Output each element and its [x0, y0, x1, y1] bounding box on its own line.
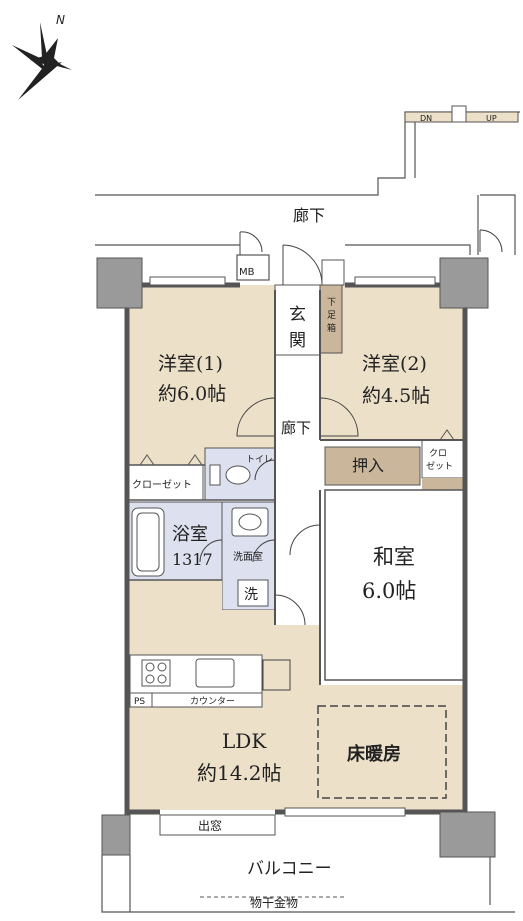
windows [149, 276, 436, 836]
western-room-1-size: 約6.0帖 [158, 383, 226, 405]
stair-up-label: UP [486, 114, 497, 123]
japanese-room-floor [324, 489, 466, 681]
kitchen-sink-icon [195, 658, 235, 688]
closet-left-label: クローゼット [132, 479, 192, 491]
pillar-tl [96, 257, 143, 309]
balcony [101, 855, 515, 913]
svg-text:洗: 洗 [244, 587, 258, 603]
oshiire-storage [324, 446, 421, 486]
shoe-box-label-1: 下 [327, 298, 336, 308]
bay-window-label: 出窓 [198, 818, 222, 833]
pillar-tr [439, 257, 489, 309]
room-labels: 洋室(1) 約6.0帖 洋室(2) 約4.5帖 玄 関 下 足 箱 廊下 押入 … [132, 298, 453, 910]
fixtures: 洗 [129, 464, 447, 799]
outer-corridor: DN UP 廊下 [95, 105, 520, 255]
drying-rack-label: 物干金物 [250, 895, 298, 910]
closet-right-label-2: ゼット [426, 460, 453, 472]
bath-size: 1317 [172, 550, 213, 569]
washer-icon [237, 579, 269, 607]
ps-label: PS [134, 697, 145, 707]
western-room-1-floor [127, 285, 275, 465]
ldk-size: 約14.2帖 [197, 761, 282, 785]
oshiire-label: 押入 [352, 456, 384, 475]
pillar-bl [101, 814, 131, 856]
compass-ray [18, 62, 62, 100]
compass-north-label: N [56, 13, 65, 27]
shoe-box-label-3: 箱 [327, 322, 336, 334]
balcony-label: バルコニー [247, 859, 332, 879]
door-swings [139, 397, 455, 691]
compass: N [12, 13, 72, 100]
window-western-2 [354, 276, 436, 286]
toilet-icon [225, 465, 251, 485]
japanese-room-name: 和室 [373, 545, 415, 569]
western-room-2-floor [320, 285, 465, 440]
ldk-floor [127, 580, 465, 810]
ldk-name: LDK [222, 729, 267, 753]
meter-box: MB [236, 231, 345, 286]
compass-ray [42, 56, 72, 70]
japanese-room-size: 6.0帖 [362, 579, 416, 603]
inner-corridor-label: 廊下 [281, 419, 311, 437]
bath-name: 浴室 [172, 524, 208, 545]
western-room-2-size: 約4.5帖 [362, 385, 430, 407]
floor-heating-area [317, 705, 447, 799]
compass-ray [40, 22, 48, 60]
floor-heating-label: 床暖房 [347, 743, 401, 765]
stove-icon [141, 659, 171, 687]
mb-label: MB [239, 267, 255, 278]
washroom-label: 洗面室 [233, 550, 263, 563]
shoe-box-label-2: 足 [327, 310, 336, 321]
entrance-door-swing [282, 244, 323, 286]
pillar-br [439, 811, 496, 858]
closet-right [421, 439, 466, 479]
closet-right-label-1: クロ [429, 448, 447, 459]
window-ldk [284, 807, 406, 817]
western-room-1-name: 洋室(1) [158, 353, 223, 375]
western-room-2-name: 洋室(2) [362, 353, 427, 375]
pillars [96, 257, 496, 858]
stair-down-label: DN [420, 114, 432, 123]
window-western-1 [149, 276, 226, 286]
compass-ray [12, 45, 46, 72]
counter-label: カウンター [190, 696, 235, 707]
entrance-label-1: 玄 [289, 305, 306, 325]
entrance-label-2: 関 [289, 331, 306, 351]
bay-window [159, 814, 276, 836]
toilet-label: トイレ [246, 455, 273, 465]
outer-corridor-label: 廊下 [293, 206, 325, 225]
sink-icon [231, 507, 269, 537]
bathtub-icon [131, 507, 165, 577]
